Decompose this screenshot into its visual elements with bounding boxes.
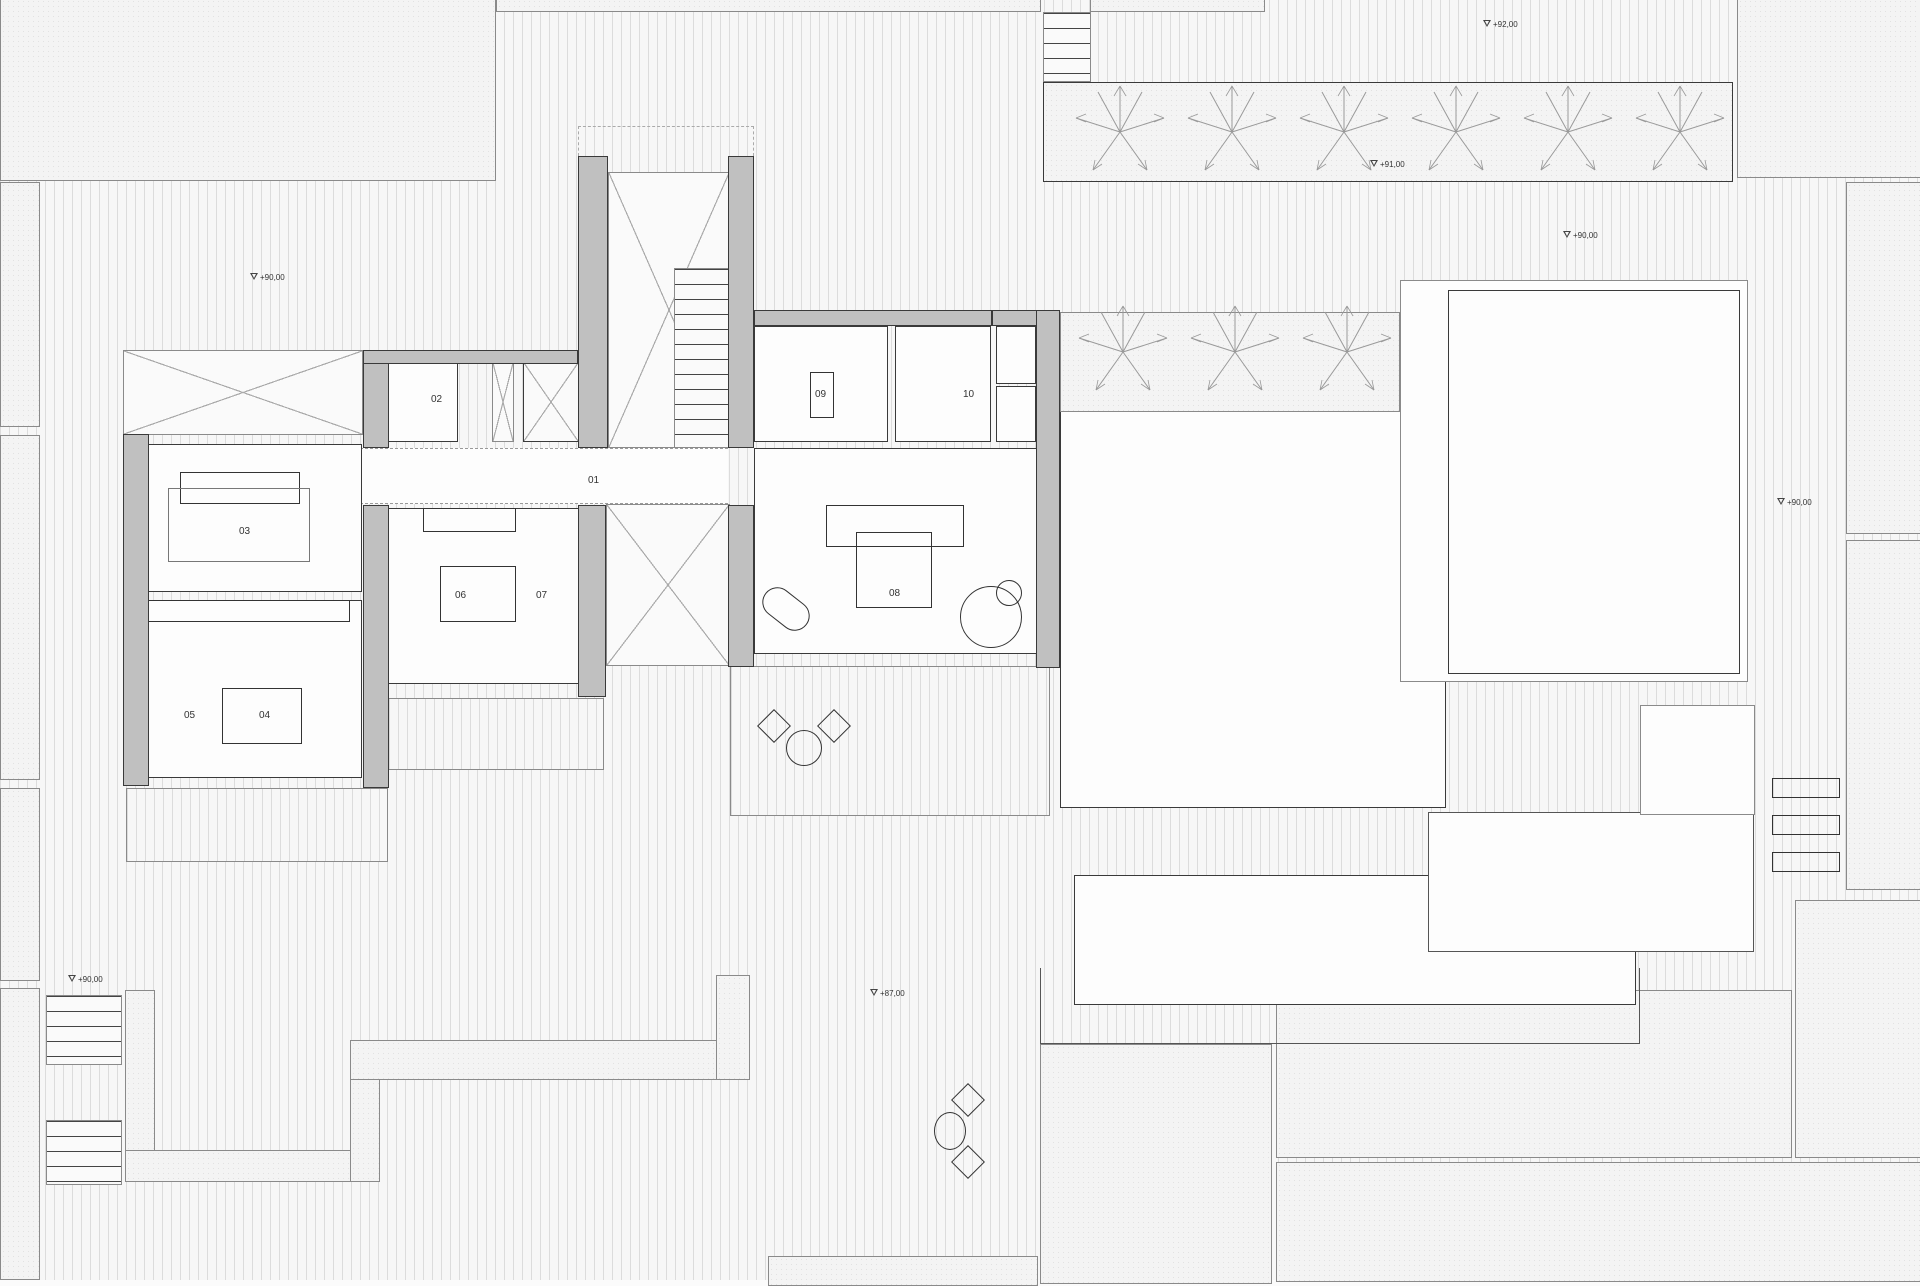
balcony-06 bbox=[388, 698, 604, 770]
stone-strip-left-4 bbox=[0, 988, 40, 1280]
room-label-03: 03 bbox=[239, 526, 251, 537]
room-03-living bbox=[126, 444, 362, 592]
stone-strip-right-1 bbox=[1846, 182, 1920, 534]
palm-planter-middle bbox=[1060, 312, 1400, 412]
stepped-wall-mid bbox=[350, 1040, 750, 1080]
void-overhang-left bbox=[123, 350, 363, 435]
wc-1 bbox=[996, 326, 1036, 384]
shaft-2 bbox=[523, 362, 579, 442]
level-marker-stairs-bottom-left: +90,00 bbox=[68, 975, 103, 984]
roof-volume-central bbox=[1060, 410, 1446, 808]
room-label-04: 04 bbox=[259, 710, 271, 721]
room-label-01: 01 bbox=[588, 475, 600, 486]
round-rug-icon bbox=[960, 586, 1022, 648]
rug-icon bbox=[168, 488, 310, 562]
stone-block-bottom-5 bbox=[768, 1256, 1038, 1286]
room-04-bedroom bbox=[126, 600, 362, 778]
wall bbox=[728, 156, 754, 448]
room-label-08: 08 bbox=[889, 588, 901, 599]
wall bbox=[123, 434, 149, 786]
stone-strip-right-2 bbox=[1846, 540, 1920, 890]
pool-coping bbox=[1040, 968, 1640, 1044]
wall bbox=[363, 350, 578, 364]
wall bbox=[754, 310, 992, 326]
room-label-07: 07 bbox=[536, 590, 548, 601]
stone-block-bottom-3 bbox=[1276, 1162, 1920, 1282]
vanity-icon bbox=[826, 505, 964, 547]
room-09-dressing bbox=[754, 326, 888, 442]
level-triangle-icon bbox=[1563, 231, 1571, 238]
level-marker-lower-terrace: +87,00 bbox=[870, 989, 905, 998]
level-marker-terrace-left: +90,00 bbox=[250, 273, 285, 282]
sun-lounger-1 bbox=[1772, 778, 1840, 798]
wall bbox=[578, 505, 606, 697]
bed-icon bbox=[222, 688, 302, 744]
stone-band-top bbox=[496, 0, 1041, 12]
stairs-bottom-left-upper bbox=[46, 995, 122, 1065]
level-marker-top-terrace: +92,00 bbox=[1483, 20, 1518, 29]
wall bbox=[363, 505, 389, 788]
stone-block-bottom-4 bbox=[1795, 900, 1920, 1158]
shaft-1 bbox=[492, 362, 514, 442]
sun-lounger-3 bbox=[1772, 852, 1840, 872]
stone-strip-left-1 bbox=[0, 182, 40, 427]
room-02-closet bbox=[388, 362, 458, 442]
wall bbox=[1036, 310, 1060, 668]
room-label-09: 09 bbox=[815, 389, 827, 400]
table-icon bbox=[934, 1112, 966, 1150]
level-triangle-icon bbox=[250, 273, 258, 280]
room-06-bedroom bbox=[388, 508, 580, 684]
room-label-06: 06 bbox=[455, 590, 467, 601]
level-triangle-icon bbox=[68, 975, 76, 982]
stairs-top bbox=[1043, 12, 1091, 82]
roof-volume-right-inner bbox=[1448, 290, 1740, 674]
level-triangle-icon bbox=[1370, 160, 1378, 167]
wardrobe-icon bbox=[423, 508, 516, 532]
room-label-05: 05 bbox=[184, 710, 196, 721]
wall bbox=[728, 505, 754, 667]
stairs-bottom-left-lower bbox=[46, 1120, 122, 1185]
level-marker-palm-planter: +91,00 bbox=[1370, 160, 1405, 169]
level-triangle-icon bbox=[1777, 498, 1785, 505]
wc-2 bbox=[996, 386, 1036, 442]
sun-lounger-2 bbox=[1772, 815, 1840, 835]
stone-block-bottom-1 bbox=[1040, 1044, 1272, 1284]
wall bbox=[578, 156, 608, 448]
pool-upper-extension bbox=[1428, 812, 1754, 952]
stone-strip-left-2 bbox=[0, 435, 40, 780]
room-label-02: 02 bbox=[431, 394, 443, 405]
island-icon bbox=[810, 372, 834, 418]
stone-band-top-right bbox=[1090, 0, 1265, 12]
stepped-wall-bottom bbox=[125, 1150, 375, 1182]
bed-icon bbox=[856, 532, 932, 608]
table-icon bbox=[786, 730, 822, 766]
stairs-main bbox=[674, 268, 730, 448]
room-10-bathroom bbox=[895, 326, 991, 442]
wardrobe-icon bbox=[146, 600, 350, 622]
bed-icon bbox=[440, 566, 516, 622]
armchair-icon bbox=[996, 580, 1022, 606]
level-marker-terrace-right-upper: +90,00 bbox=[1563, 231, 1598, 240]
level-triangle-icon bbox=[1483, 20, 1491, 27]
pool-edge-step bbox=[1640, 705, 1755, 815]
stone-strip-left-3 bbox=[0, 788, 40, 981]
wall bbox=[363, 350, 389, 448]
stone-block-top-left bbox=[0, 0, 496, 181]
void-lower bbox=[606, 504, 730, 666]
level-marker-terrace-right: +90,00 bbox=[1777, 498, 1812, 507]
balcony-04 bbox=[126, 788, 388, 862]
stone-block-top-right bbox=[1737, 0, 1920, 178]
stepped-wall-upper-vertical bbox=[716, 975, 750, 1080]
level-triangle-icon bbox=[870, 989, 878, 996]
void-top-dashed bbox=[578, 126, 754, 156]
room-label-10: 10 bbox=[963, 389, 975, 400]
stone-block-bottom-2 bbox=[1276, 990, 1792, 1158]
room-01-corridor bbox=[360, 448, 728, 504]
balcony-08 bbox=[730, 666, 1050, 816]
